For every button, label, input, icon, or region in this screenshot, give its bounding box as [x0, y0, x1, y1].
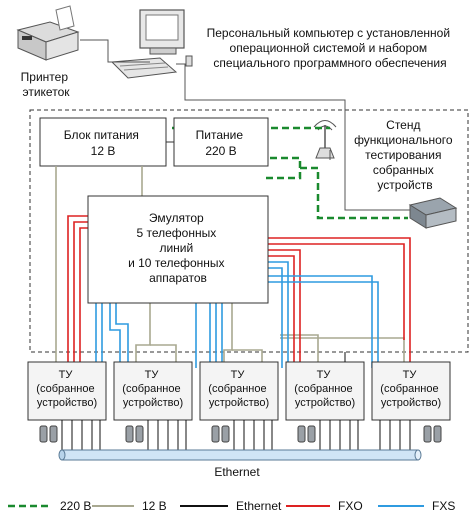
mains-box [173, 117, 269, 167]
pc-caption: Персональный компьютер с установленной о… [207, 26, 454, 70]
printer-caption: Принтер этикеток [21, 70, 72, 99]
antenna-icon [313, 120, 337, 159]
ethernet-bus [58, 449, 422, 461]
device-label-1: ТУ (собранное устройство) [36, 369, 97, 409]
stand-boundary [29, 109, 469, 353]
legend-12v: 12 В [142, 499, 167, 513]
legend-ethernet: Ethernet [236, 499, 282, 513]
ethernet-drops [61, 420, 411, 452]
stand-caption: Стенд функционального тестирования собра… [354, 118, 456, 192]
emulator-label: Эмулятор 5 телефонных линий и 10 телефон… [128, 211, 228, 285]
device-label-3: ТУ (собранное устройство) [208, 369, 269, 409]
pc-links [80, 39, 410, 211]
legend-220v: 220 В [60, 499, 91, 513]
ethernet-bus-label: Ethernet [214, 465, 260, 479]
legend-fxo: FXO [338, 499, 363, 513]
power-supply-box [39, 117, 167, 167]
fxs-lines [95, 261, 379, 368]
fxo-lines [67, 215, 411, 368]
printer-icon [16, 5, 80, 61]
emulator-box [87, 195, 269, 304]
switch-icon [408, 197, 458, 229]
power-supply-label: Блок питания 12 В [64, 128, 143, 158]
handsets [39, 425, 442, 443]
pc-icon [110, 9, 193, 79]
device-label-4: ТУ (собранное устройство) [294, 369, 355, 409]
mains-label: Питание 220 В [196, 128, 247, 158]
device-boxes [27, 361, 451, 421]
device-label-5: ТУ (собранное устройство) [380, 369, 441, 409]
legend-fxs: FXS [432, 499, 455, 513]
device-label-2: ТУ (собранное устройство) [122, 369, 183, 409]
